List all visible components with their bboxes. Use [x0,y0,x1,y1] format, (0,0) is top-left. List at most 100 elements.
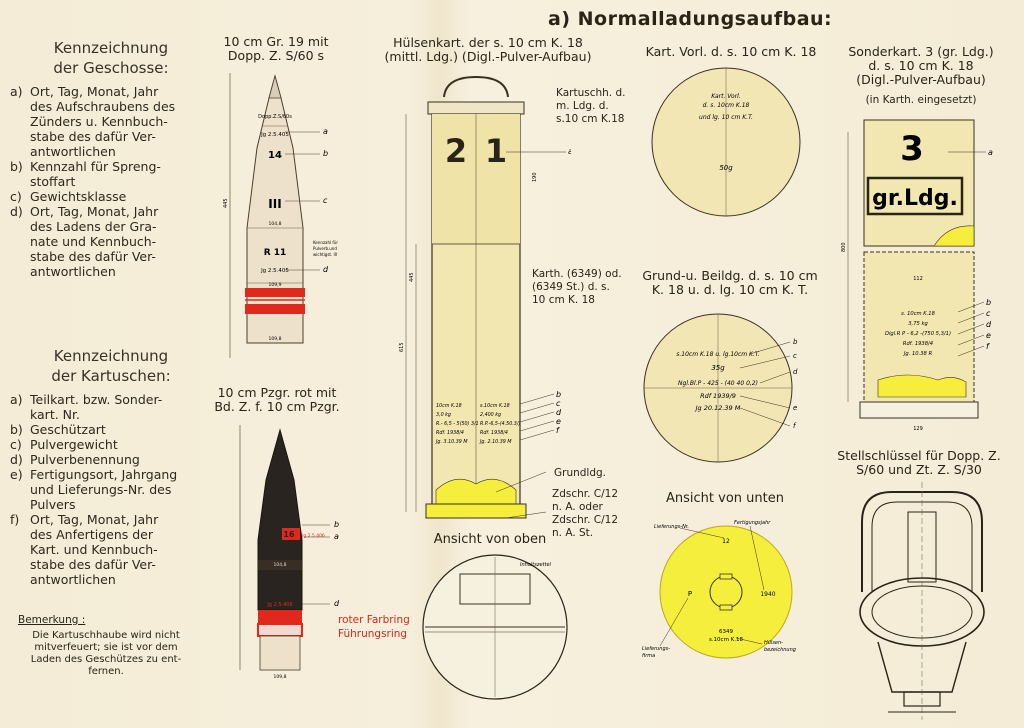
geschosse-item-line: stoffart [30,174,76,189]
grund-letter: b [793,338,798,346]
kartuschen-item-line: des Anfertigens der [30,527,153,542]
kartuschen-item-text: Pulverbenennung [30,452,140,467]
shell1-mark-d: R 11 [264,248,287,258]
unten-notch [719,573,733,580]
leader-line [957,323,985,335]
geschosse-heading-line2: der Geschosse: [53,59,169,77]
sonder-marking: Jg. 10.38 R [903,351,933,357]
huelse-label-grundldg: Grundldg. [554,467,607,479]
grund-text: Ngl.Bl.P - 425 - (40 40 0,2) [678,380,758,387]
shell2-base [259,635,301,671]
huelse-marking-left: 3,0 kg [436,412,451,418]
unten-label-lieferfirma: firma [642,653,655,659]
label-line: (6349 St.) d. s. [532,281,610,293]
huelse-marking-right: s.10cm K.18 [480,403,510,409]
label-line: Zdschr. C/12 [552,514,619,526]
geschosse-item: c) Gewichtsklasse [10,189,195,204]
sonder-base [859,401,979,419]
kartuschen-item-key: b) [10,422,23,437]
shell2-label-fuehrungsring: Führungsring [338,628,408,640]
unten-drawing: 12 P 1940 6349 s.10cm K.18 Lieferungs-Nr… [642,520,796,659]
vorl-drawing: Kart. Vorl. d. s. 10cm K.18 und lg. 10 c… [651,67,801,217]
shell1-red-ring [245,288,305,297]
unten-label-lieferung: Lieferungs-Nr. [654,524,689,530]
kartuschen-item-key: a) [10,392,23,407]
sonder-letter: d [986,320,992,329]
kartuschen-heading: Kennzeichnung der Kartuschen: [36,346,186,386]
shell2-mark-d: Jg 2.5.406 [266,602,292,608]
shell2-red-ring [258,610,302,624]
bemerkung-line: fernen. [88,666,124,677]
geschosse-item-line: Zünders u. Kennbuch- [30,114,168,129]
shell1-caption-line: Dopp. Z. S/60 s [227,48,325,63]
shell2-letter: a [334,532,339,541]
grund-drawing: s.10cm K.18 u. lg.10cm K.T. 35g Ngl.Bl.P… [643,313,798,463]
sonder-letter: b [986,298,991,307]
kartuschen-item-text: Pulvergewicht [30,437,118,452]
label-line: n. A. oder [552,501,603,513]
shell1-mark-a: Jg 2.5.405 [260,132,289,138]
shell1-mark-b: 14 [268,150,282,161]
oben-drawing: Inhaltszettel [422,554,568,700]
shell1-letter: c [323,196,328,205]
grund-letter: f [793,422,797,430]
geschosse-item-line: antwortlichen [30,264,116,279]
bemerkung-title: Bemerkung : [18,614,86,626]
shell1-dim-d2: 109,9 [269,282,282,288]
geschosse-item-line: stabe des dafür Ver- [30,129,156,144]
shell1-body [246,74,304,344]
kartuschen-item-key: c) [10,437,22,452]
shell1-side-note: wichtigst. III [313,252,337,257]
leader-line [749,341,791,355]
leader-line [495,471,547,493]
geschosse-item-line: Ort, Tag, Monat, Jahr [30,84,159,99]
bemerkung-line: Die Kartuschhaube wird nicht [32,630,180,641]
leader-line [957,345,985,357]
leader-line [519,429,555,441]
grund-caption: Grund-u. Beildg. d. s. 10 cm K. 18 u. d.… [630,269,830,297]
unten-value-12: 12 [722,538,730,545]
huelse-caption-line: Hülsenkart. der s. 10 cm K. 18 [393,35,583,50]
shell1-dim-d3: 109,8 [269,336,282,342]
geschosse-item-key: c) [10,189,22,204]
shell2-caption-line: 10 cm Pzgr. rot mit [217,385,337,400]
huelse-marking-left: Rdf. 1938/4 [436,430,464,436]
grund-letter: c [793,352,797,360]
kartuschen-item-key: e) [10,467,23,482]
stell-caption-line: S/60 und Zt. Z. S/30 [856,462,982,477]
shell1-driving-band [245,304,305,314]
huelse-marking-left: Jg. 3.10.39 M [435,439,468,445]
leader-line [759,371,791,384]
kartuschen-item-line: stabe des dafür Ver- [30,557,156,572]
kartuschen-item-line: Geschützart [30,422,106,437]
leader-line [519,411,555,423]
huelse-base [425,503,527,519]
huelse-grundldg [435,478,517,505]
sonder-letter: c [986,309,991,318]
leader-line [659,597,689,647]
huelse-marking-left: 10cm K.18 [436,403,462,409]
kartuschen-item-key: d) [10,452,23,467]
shell2-mark-b: 16 [283,530,295,539]
page-title: a) Normalladungsaufbau: [548,8,833,30]
sonder-number: 3 [900,129,924,169]
kartuschen-item-text: Geschützart [30,422,106,437]
sonder-marking: 3,75 kg [908,321,928,327]
huelse-handle [443,75,509,98]
sonder-yellow [933,225,975,247]
shell2-red-mark [282,528,300,540]
huelse-haube [427,101,525,115]
sonder-caption-line: Sonderkart. 3 (gr. Ldg.) [848,44,994,59]
kartuschen-item-line: kart. Nr. [30,407,80,422]
sonder-marking: s. 10cm K.18 [901,311,936,317]
stell-drawing [859,482,985,720]
huelse-caption-line: (mittl. Ldg.) (Digl.-Pulver-Aufbau) [384,49,592,64]
geschosse-item-line: Gewichtsklasse [30,189,127,204]
shell1-mark-top: Dopp.Z.S/60s [258,114,292,120]
